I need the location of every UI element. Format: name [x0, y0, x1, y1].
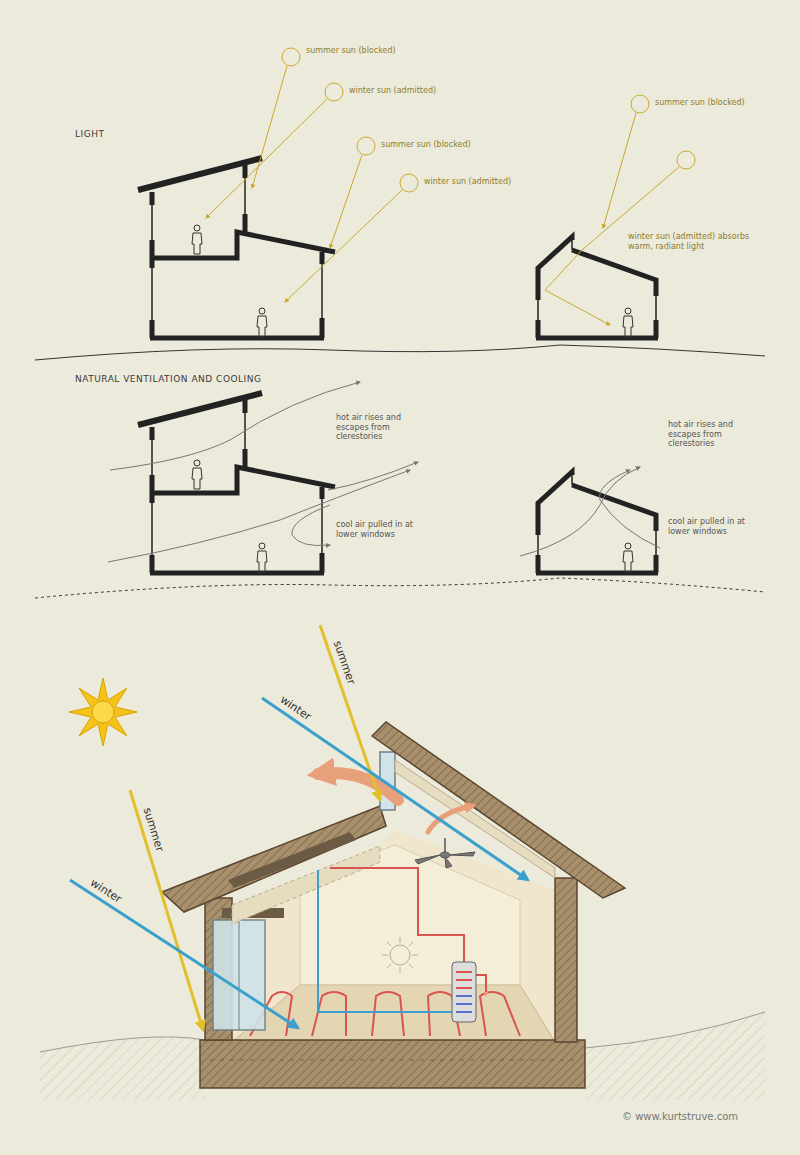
slab: [200, 1040, 585, 1088]
sun-circles: [400, 174, 418, 192]
ceiling-fan: [415, 852, 475, 868]
ground-line: [35, 578, 765, 598]
airflow-note: hot air rises and escapes from clerestor…: [336, 413, 422, 442]
sun-icon: [69, 678, 137, 746]
sun-label: winter sun (admitted) absorbs warm, radi…: [628, 232, 760, 251]
airflow-arrows: [600, 470, 660, 548]
sun-rays: [603, 113, 636, 228]
ceiling-fan: [444, 838, 446, 852]
airflow-arrows: [110, 382, 360, 470]
split-level-house: [138, 393, 335, 573]
section-heading: NATURAL VENTILATION AND COOLING: [75, 374, 261, 385]
south-window: [239, 920, 240, 1030]
section-heading: LIGHT: [75, 129, 104, 140]
south-window: [213, 920, 265, 1030]
sun-label: summer sun (blocked): [381, 140, 491, 150]
floor-heating-pipes: [480, 992, 520, 1036]
sun-rays: [330, 155, 362, 248]
walls: [555, 878, 577, 1042]
sun-circles: [325, 83, 343, 101]
ventilation-section-houses: [138, 393, 658, 573]
upper-roof: [372, 722, 625, 898]
sun-circles: [631, 95, 649, 113]
airflow-note: hot air rises and escapes from clerestor…: [668, 420, 754, 449]
slab: [210, 1060, 575, 1061]
sun-label: summer sun (blocked): [306, 46, 416, 56]
ray-label: winter: [88, 876, 124, 906]
airflow-arrows: [108, 470, 410, 562]
slab: [200, 1040, 585, 1088]
lower-roof: [228, 832, 356, 888]
airflow-note: cool air pulled in at lower windows: [668, 517, 754, 536]
airflow-arrows: [328, 462, 418, 490]
water-tank: [452, 962, 476, 1022]
sun-rays: [252, 66, 287, 188]
water-tank: [456, 972, 472, 988]
solar-pipes: [318, 870, 452, 1012]
sun-rays: [70, 880, 298, 1028]
ray-label: summer: [140, 806, 166, 853]
ray-label: summer: [331, 639, 358, 686]
copyright-watermark: © www.kurtstruve.com: [622, 1111, 738, 1123]
sun-ornament: [390, 945, 410, 965]
sun-icon: [92, 701, 114, 723]
water-tank: [456, 996, 472, 1012]
water-tank: [452, 962, 476, 1022]
ground-line: [35, 345, 765, 360]
airflow-arrows: [520, 467, 640, 556]
sun-label: winter sun (admitted): [349, 86, 459, 96]
sun-rays: [70, 625, 528, 1030]
upper-roof: [372, 722, 625, 898]
lower-roof: [162, 806, 386, 924]
solar-pipes: [330, 868, 464, 962]
floor-heating-pipes: [372, 992, 404, 1036]
small-clerestory-house: [536, 237, 658, 338]
floor-heating-pipes: [250, 992, 520, 1036]
house-interior: [232, 985, 555, 1042]
ray-label: winter: [278, 693, 314, 723]
ceiling-fan: [415, 838, 475, 868]
split-level-house: [138, 158, 335, 338]
light-section-houses: [138, 158, 658, 338]
ground: [40, 1037, 205, 1100]
airflow-arrows: [292, 505, 330, 546]
airflow-note: cool air pulled in at lower windows: [336, 520, 422, 539]
sun-circles: [282, 48, 695, 192]
sun-rays: [206, 66, 679, 325]
sun-ornament: [382, 937, 418, 973]
sun-circles: [282, 48, 300, 66]
sun-ornament: [382, 937, 418, 973]
hot-air-arrows: [318, 773, 472, 832]
sun-label: summer sun (blocked): [655, 98, 765, 108]
sun-circles: [677, 151, 695, 169]
sun-rays: [206, 99, 327, 218]
small-clerestory-house: [536, 472, 658, 573]
house-interior: [232, 985, 555, 1042]
solar-pipes: [476, 975, 486, 995]
hot-air-arrows: [318, 773, 398, 800]
sun-rays: [262, 698, 528, 880]
sun-rays: [130, 790, 203, 1030]
sun-label: winter sun (admitted): [424, 177, 534, 187]
sun-circles: [357, 137, 375, 155]
ground: [585, 1012, 765, 1100]
upper-roof: [395, 760, 555, 878]
sun-icon: [69, 678, 137, 746]
airflow-arrows: [108, 382, 660, 562]
sun-rays: [285, 190, 402, 302]
